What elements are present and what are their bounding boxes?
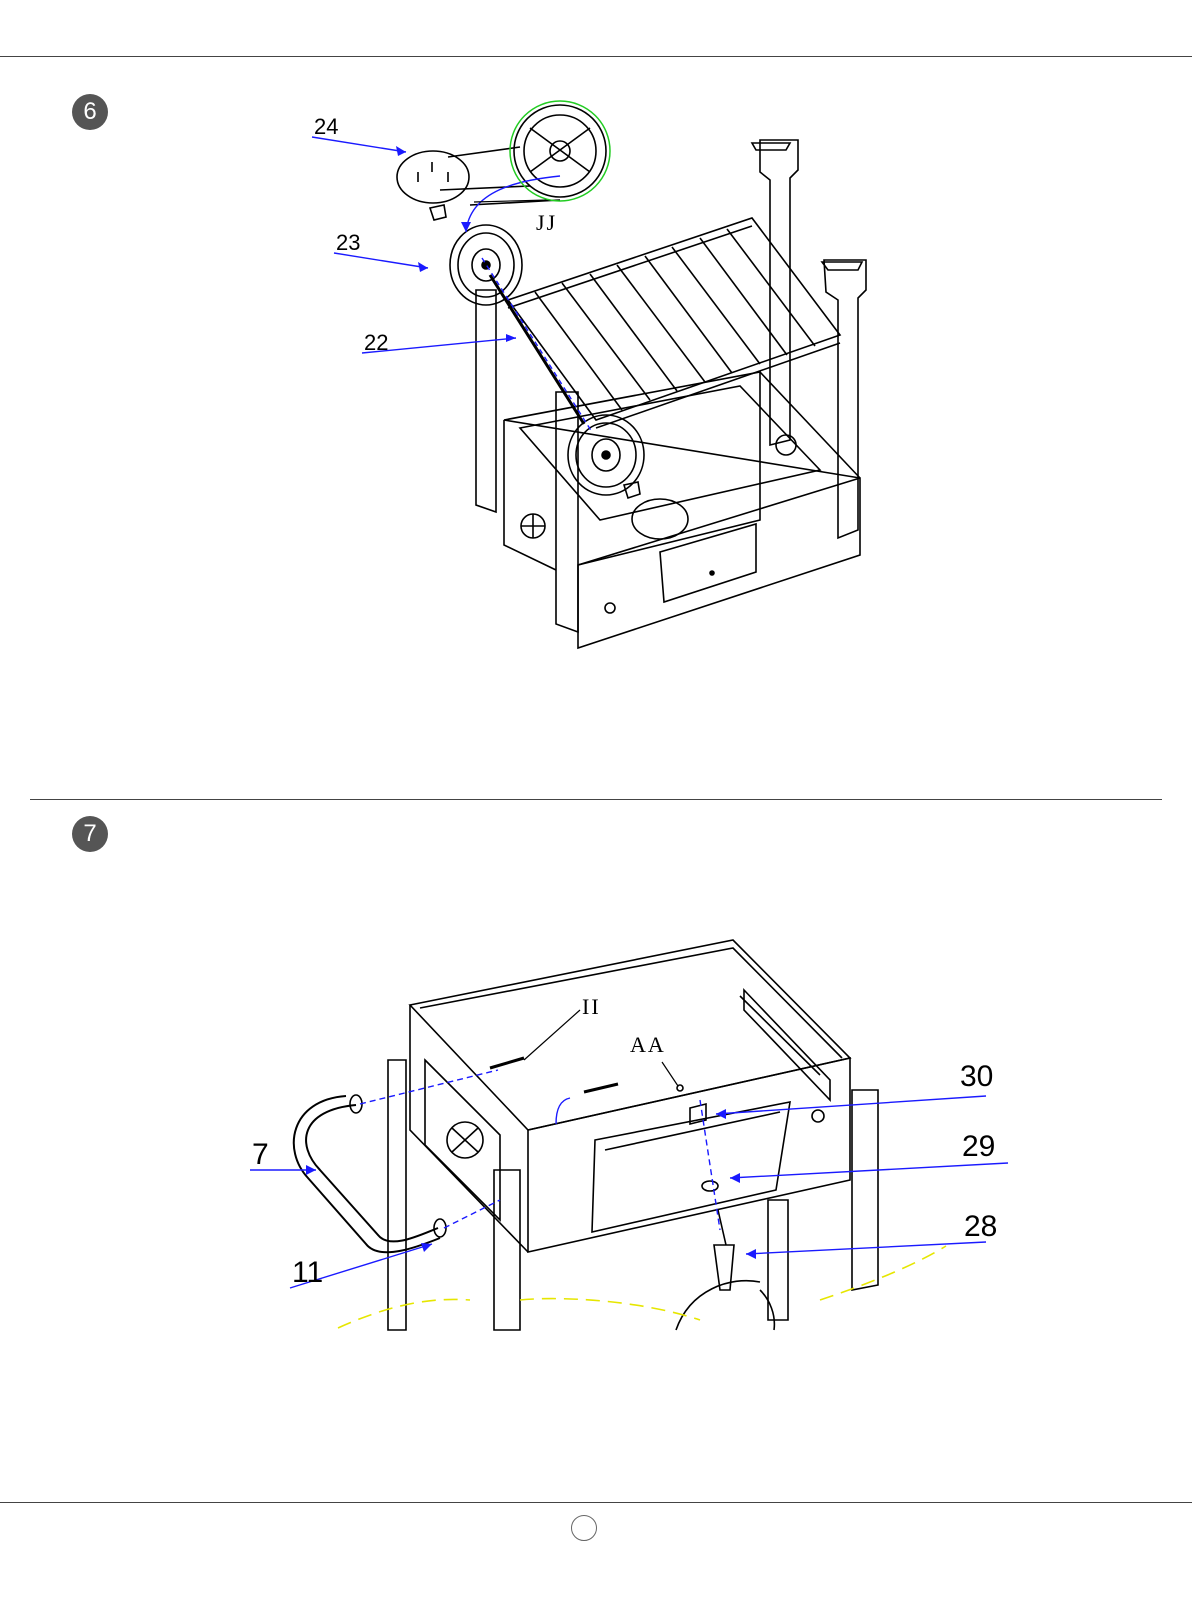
hardware-aa: AA [630, 1032, 666, 1058]
callout-11: 11 [292, 1256, 323, 1290]
side-handle [306, 1105, 438, 1241]
firebox-front [528, 1058, 850, 1252]
front-left-leg [476, 290, 496, 512]
back-left-leg [760, 140, 798, 445]
ground-outline [338, 1246, 946, 1328]
callout-28: 28 [964, 1210, 997, 1244]
front-right-leg [556, 392, 578, 632]
hardware-jj: JJ [536, 210, 557, 236]
callout-23: 23 [336, 230, 360, 256]
hub-cap [397, 151, 469, 203]
detail-highlight [510, 101, 610, 201]
leader-29 [730, 1163, 1008, 1178]
callout-30: 30 [960, 1060, 993, 1094]
leader-28 [746, 1242, 986, 1254]
detail-wheel [514, 105, 606, 197]
nut-jj [430, 205, 446, 220]
callout-29: 29 [962, 1130, 995, 1164]
callout-22: 22 [364, 330, 388, 356]
page-number-circle [571, 1515, 597, 1541]
leg-left-rear [388, 1060, 406, 1330]
leg-right [852, 1090, 878, 1290]
grate-lifter [714, 1210, 734, 1290]
callout-7: 7 [252, 1138, 269, 1172]
leg-left-front [494, 1170, 520, 1330]
front-panel [592, 1102, 790, 1232]
hardware-ii: II [582, 994, 601, 1020]
leader-30 [716, 1096, 986, 1114]
callout-24: 24 [314, 114, 338, 140]
